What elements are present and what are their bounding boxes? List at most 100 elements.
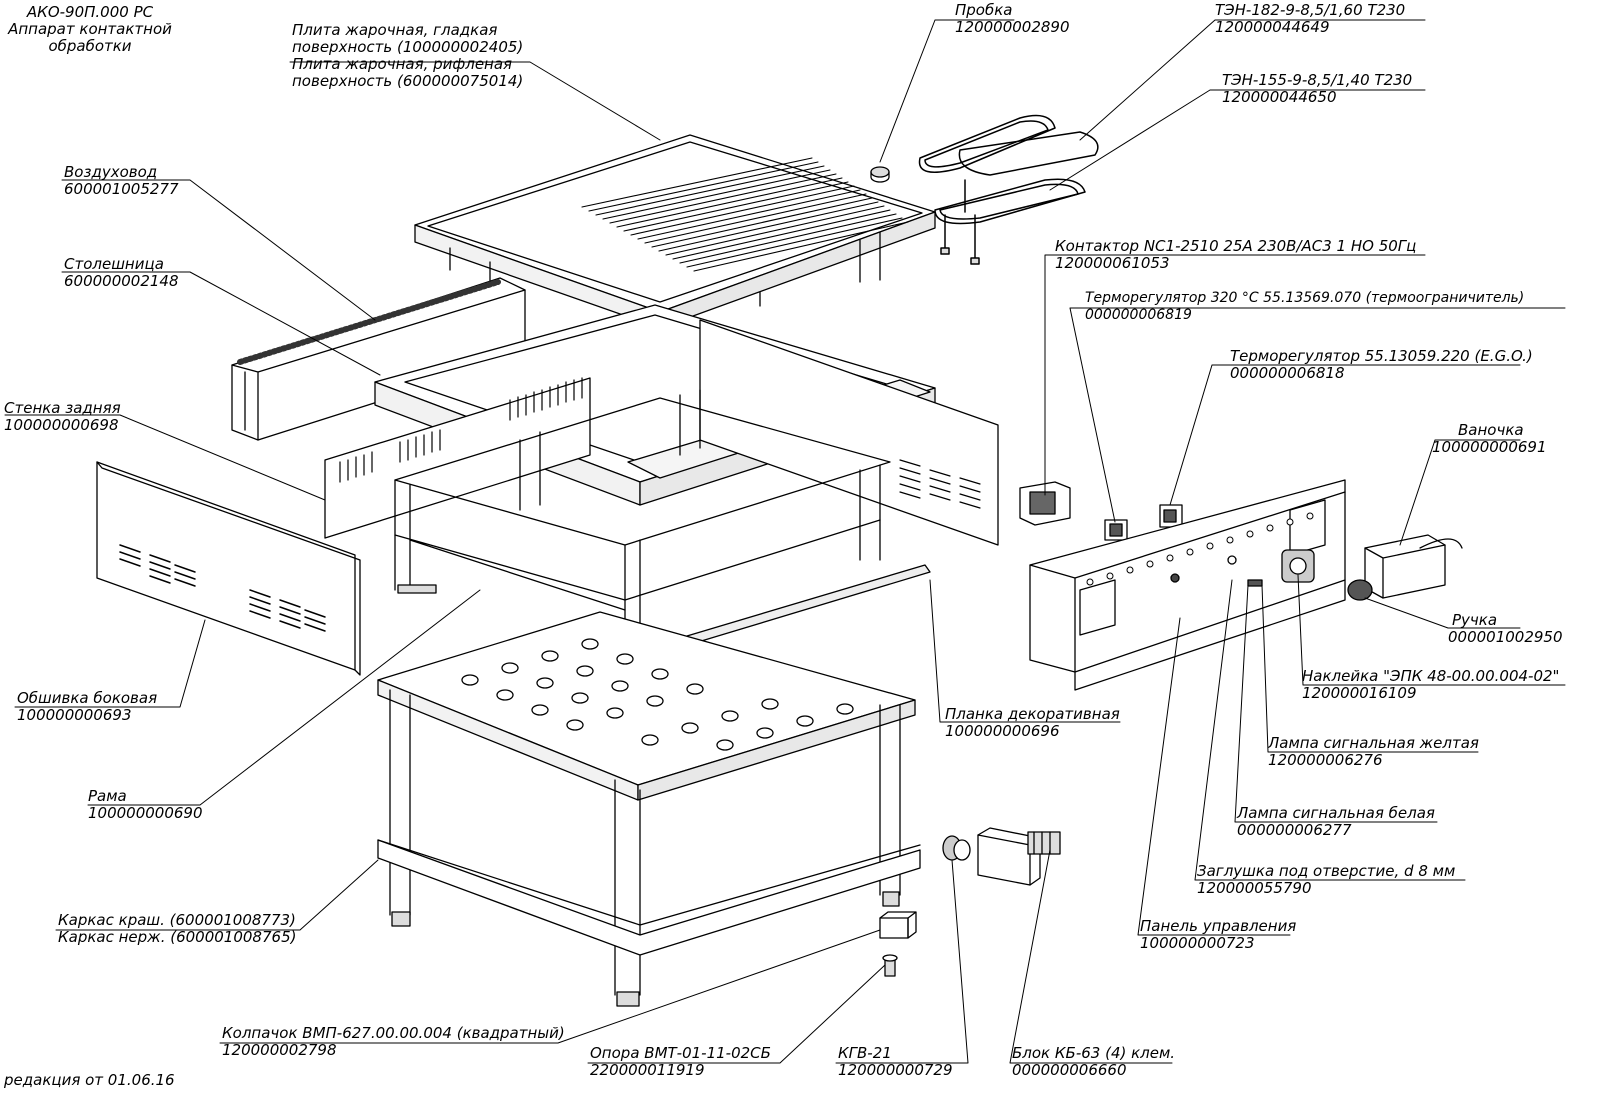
label-block: Блок КБ-63 (4) клем. 000000006660 (1012, 1045, 1175, 1079)
plug-shape (870, 166, 890, 183)
frame-code: 100000000690 (88, 804, 203, 822)
label-foot: Опора ВМТ-01-11-02СБ 220000011919 (590, 1045, 771, 1079)
right-panel-shape (699, 319, 999, 546)
label-plate: Плита жарочная, гладкая поверхность (100… (292, 22, 523, 90)
kgv-name: КГВ-21 (838, 1044, 892, 1062)
lamp-white-code: 000000006277 (1237, 821, 1352, 839)
panel-code: 100000000723 (1140, 934, 1255, 952)
carcass-steel: Каркас нерж. (600001008765) (58, 928, 297, 946)
thermo320-code: 000000006819 (1085, 307, 1192, 323)
plate-ribbed-name: Плита жарочная, рифленая (292, 55, 513, 73)
carcass-painted: Каркас краш. (600001008773) (58, 911, 296, 929)
label-side: Обшивка боковая 100000000693 (17, 690, 157, 724)
label-handle: Ручка 000001002950 (1448, 612, 1563, 646)
ten182-name: ТЭН-182-9-8,5/1,60 Т230 (1215, 1, 1406, 19)
doc-title-line2: обработки (48, 37, 132, 55)
label-decor: Планка декоративная 100000000696 (945, 706, 1120, 740)
control-panel-shape (1029, 479, 1346, 691)
label-contactor: Контактор NC1-2510 25А 230В/АС3 1 НО 50Г… (1055, 238, 1416, 272)
stand-shape (377, 611, 921, 1007)
label-lamp-white: Лампа сигнальная белая 000000006277 (1237, 805, 1435, 839)
label-plug: Пробка 120000002890 (955, 2, 1070, 36)
duct-shape (231, 277, 526, 441)
back-wall-shape (324, 377, 591, 539)
kgv-block-shape (942, 827, 1061, 886)
side-code: 100000000693 (17, 706, 132, 724)
tray-code: 100000000691 (1432, 438, 1547, 456)
decor-code: 100000000696 (945, 722, 1060, 740)
frame-shape (394, 389, 891, 661)
ten155-code: 120000044650 (1222, 88, 1337, 106)
duct-code: 600001005277 (64, 180, 179, 198)
label-ten155: ТЭН-155-9-8,5/1,40 Т230 120000044650 (1222, 72, 1412, 106)
sticker-name: Наклейка "ЭПК 48-00.00.004-02" (1302, 667, 1560, 685)
label-lamp-yellow: Лампа сигнальная желтая 120000006276 (1268, 735, 1479, 769)
tray-handle-shape (1347, 534, 1463, 601)
contactor-name: Контактор NC1-2510 25А 230В/АС3 1 НО 50Г… (1055, 237, 1417, 255)
foot-name: Опора ВМТ-01-11-02СБ (590, 1044, 771, 1062)
thermo320-name: Терморегулятор 320 °С 55.13569.070 (терм… (1085, 290, 1525, 306)
label-ten182: ТЭН-182-9-8,5/1,60 Т230 120000044649 (1215, 2, 1405, 36)
kgv-code: 120000000729 (838, 1061, 953, 1079)
plug-code: 120000002890 (955, 18, 1070, 36)
label-tabletop: Столешница 600000002148 (64, 256, 179, 290)
label-panel: Панель управления 100000000723 (1140, 918, 1296, 952)
foot-code: 220000011919 (590, 1061, 705, 1079)
griddle-plate-shape (414, 134, 936, 341)
tabletop-name: Столешница (64, 255, 164, 273)
heating-elements-shape (918, 114, 1099, 265)
side-name: Обшивка боковая (17, 689, 158, 707)
label-thermo320: Терморегулятор 320 °С 55.13569.070 (терм… (1085, 290, 1524, 324)
backwall-name: Стенка задняя (4, 399, 121, 417)
cap-foot-shape (879, 911, 917, 977)
plate-smooth-name: Плита жарочная, гладкая (292, 21, 498, 39)
block-name: Блок КБ-63 (4) клем. (1012, 1044, 1176, 1062)
handle-name: Ручка (1452, 611, 1498, 629)
revision-note: редакция от 01.06.16 (4, 1071, 175, 1089)
ten182-code: 120000044649 (1215, 18, 1330, 36)
label-tray: Ваночка 100000000691 (1432, 422, 1547, 456)
tabletop-code: 600000002148 (64, 272, 179, 290)
doc-header: АКО-90П.000 РС Аппарат контактной обрабо… (2, 4, 178, 55)
cap-name: Колпачок ВМП-627.00.00.004 (квадратный) (222, 1024, 565, 1042)
block-code: 000000006660 (1012, 1061, 1127, 1079)
lamp-white-name: Лампа сигнальная белая (1237, 804, 1435, 822)
plate-smooth-code: поверхность (100000002405) (292, 38, 524, 56)
lamp-yellow-code: 120000006276 (1268, 751, 1383, 769)
doc-code: АКО-90П.000 РС (26, 3, 154, 21)
plug-name: Пробка (955, 1, 1013, 19)
duct-name: Воздуховод (64, 163, 158, 181)
label-cap: Колпачок ВМП-627.00.00.004 (квадратный) … (222, 1025, 565, 1059)
label-frame: Рама 100000000690 (88, 788, 203, 822)
label-carcass: Каркас краш. (600001008773) Каркас нерж.… (58, 912, 296, 946)
thermostats-shape (1104, 504, 1183, 541)
doc-title-line1: Аппарат контактной (8, 20, 172, 38)
label-backwall: Стенка задняя 100000000698 (4, 400, 121, 434)
cap-code: 120000002798 (222, 1041, 337, 1059)
tray-name: Ваночка (1458, 421, 1524, 439)
contactor-code: 120000061053 (1055, 254, 1170, 272)
label-thermo-ego: Терморегулятор 55.13059.220 (E.G.O.) 000… (1230, 348, 1533, 382)
hole-plug-code: 120000055790 (1197, 879, 1312, 897)
handle-code: 000001002950 (1448, 628, 1563, 646)
label-duct: Воздуховод 600001005277 (64, 164, 179, 198)
sticker-code: 120000016109 (1302, 684, 1417, 702)
thermo-ego-code: 000000006818 (1230, 364, 1345, 382)
decor-name: Планка декоративная (945, 705, 1120, 723)
frame-name: Рама (88, 787, 127, 805)
label-kgv: КГВ-21 120000000729 (838, 1045, 953, 1079)
side-panel-shape (96, 461, 361, 676)
panel-name: Панель управления (1140, 917, 1297, 935)
ten155-name: ТЭН-155-9-8,5/1,40 Т230 (1222, 71, 1413, 89)
hole-plug-name: Заглушка под отверстие, d 8 мм (1197, 862, 1456, 880)
label-sticker: Наклейка "ЭПК 48-00.00.004-02" 120000016… (1302, 668, 1559, 702)
plate-ribbed-code: поверхность (600000075014) (292, 72, 524, 90)
contactor-shape (1019, 481, 1071, 526)
label-hole-plug: Заглушка под отверстие, d 8 мм 120000055… (1197, 863, 1455, 897)
lamp-yellow-name: Лампа сигнальная желтая (1268, 734, 1479, 752)
backwall-code: 100000000698 (4, 416, 119, 434)
leader-lines (4, 19, 1566, 1064)
thermo-ego-name: Терморегулятор 55.13059.220 (E.G.O.) (1230, 347, 1533, 365)
